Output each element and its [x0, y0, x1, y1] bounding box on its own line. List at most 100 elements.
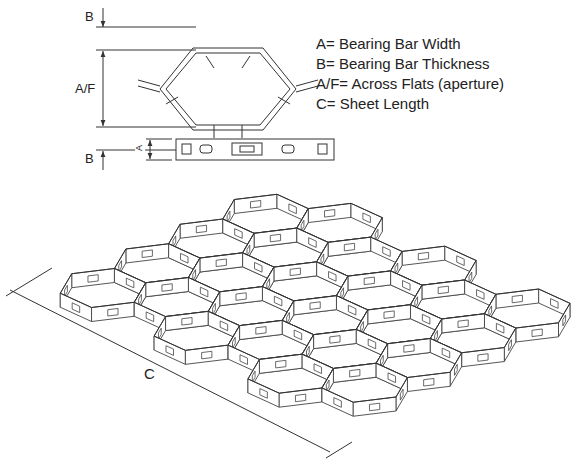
hex-cell	[430, 314, 515, 367]
strip-tab	[200, 145, 212, 153]
hex-rim	[154, 311, 239, 350]
bar-slot	[235, 229, 243, 239]
hex-cell	[262, 262, 347, 315]
tab	[206, 56, 214, 68]
bar-slot	[182, 318, 192, 326]
bar-slot	[341, 288, 344, 299]
hex-cell	[228, 320, 313, 373]
bar-slot	[415, 297, 418, 308]
dimension-line	[10, 290, 330, 452]
strip-tab	[282, 145, 294, 153]
bar-slot	[551, 299, 559, 309]
bar-slot	[108, 308, 118, 316]
hex-cell	[248, 354, 333, 407]
extension-line	[96, 27, 196, 28]
bar-slot	[330, 336, 340, 344]
hex-rim	[228, 320, 313, 359]
bar-slot	[404, 345, 414, 353]
bar-slot	[361, 322, 364, 333]
bar-slot	[496, 323, 504, 333]
bar-slot	[119, 261, 122, 272]
bar-slot	[220, 321, 228, 331]
dimension-arrow	[103, 151, 104, 170]
bar-slot	[309, 238, 317, 248]
bar-slot	[469, 272, 472, 283]
bar-slot	[383, 247, 391, 257]
bar-slot	[563, 315, 566, 326]
bar-slot	[196, 225, 206, 233]
dimension-label: C	[143, 366, 156, 383]
bar-slot	[306, 346, 309, 357]
hex-cell	[208, 287, 293, 340]
bar-slot	[193, 270, 196, 281]
bar-slot	[289, 204, 297, 214]
tab	[242, 56, 250, 68]
hex-cell	[356, 305, 441, 358]
bar-slot	[247, 245, 250, 256]
bar-slot	[364, 277, 374, 285]
bar-slot	[388, 373, 396, 383]
hex-rim	[248, 354, 333, 393]
bar-slot	[270, 234, 280, 242]
strip-hole	[182, 144, 191, 154]
bar-slot	[438, 286, 448, 294]
legend-note: B= Bearing Bar Thickness	[316, 56, 490, 73]
bar-stub	[296, 86, 318, 92]
bar-slot	[334, 398, 342, 408]
tab	[166, 97, 178, 104]
tab	[278, 97, 290, 104]
bar-slot	[348, 305, 356, 315]
dimension-label: A/F	[74, 82, 96, 96]
bar-slot	[457, 256, 465, 266]
extension-line	[146, 139, 172, 140]
hex-rim	[134, 278, 219, 317]
bar-slot	[162, 284, 172, 292]
bar-slot	[142, 250, 152, 258]
extension-line	[326, 442, 352, 458]
bar-slot	[267, 279, 270, 290]
bar-slot	[314, 364, 322, 374]
legend-note: A/F= Across Flats (aperture)	[316, 76, 504, 93]
cell-detail	[6, 8, 352, 458]
bar-slot	[395, 263, 398, 274]
bar-slot	[294, 330, 302, 340]
bar-slot	[477, 290, 485, 300]
bar-slot	[400, 389, 403, 400]
hex-cell	[243, 228, 328, 281]
bar-slot	[202, 351, 212, 359]
bar-slot	[512, 295, 522, 303]
bar-slot	[236, 293, 246, 301]
bar-slot	[509, 340, 512, 351]
bar-slot	[350, 369, 360, 377]
bar-slot	[200, 287, 208, 297]
bar-slot	[295, 394, 305, 402]
bar-slot	[375, 229, 378, 240]
hex-cell	[188, 253, 273, 306]
bar-slot	[369, 403, 379, 411]
hex-cell	[297, 203, 382, 256]
bar-slot	[216, 259, 226, 267]
hex-cell	[322, 363, 407, 416]
bar-slot	[458, 320, 468, 328]
bar-stub	[138, 86, 160, 92]
legend-note: A= Bearing Bar Width	[316, 36, 461, 53]
bar-slot	[227, 211, 230, 222]
hex-cell	[410, 280, 495, 333]
bar-slot	[326, 380, 329, 391]
hex-grating	[60, 194, 570, 416]
bar-slot	[321, 254, 324, 265]
bar-slot	[310, 302, 320, 310]
bar-slot	[88, 275, 98, 283]
hex-cell	[60, 268, 145, 321]
dimension-arrow	[103, 51, 104, 126]
bearing-bar-strip	[176, 139, 334, 160]
dimension-label: A	[135, 144, 145, 152]
bar-face	[154, 336, 185, 364]
bar-slot	[403, 281, 411, 291]
bar-slot	[454, 364, 457, 375]
hex-cell	[154, 311, 239, 364]
bar-slot	[489, 306, 492, 317]
hex-cell	[223, 194, 308, 247]
bar-slot	[384, 311, 394, 319]
